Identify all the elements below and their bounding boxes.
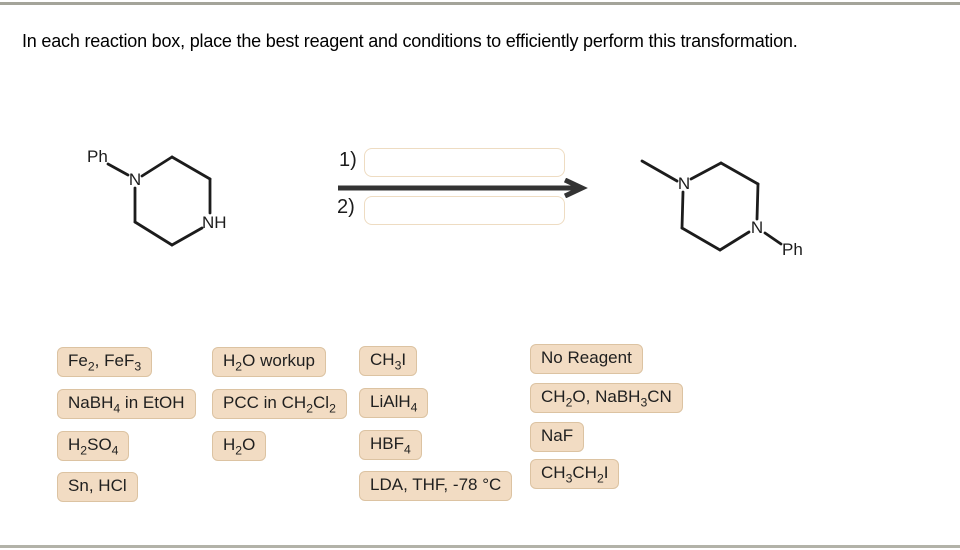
reagent-chip[interactable]: H2O workup [212,347,326,377]
reactant-structure: Ph N NH [87,147,227,247]
bond [763,231,783,246]
reagent-chip[interactable]: CH3I [359,346,418,376]
bond [689,161,723,181]
reaction-arrow [338,178,588,198]
bottom-divider [0,545,960,548]
reagent-chip[interactable]: CH3CH2I [530,459,620,489]
reagent-chip[interactable]: H2SO4 [57,431,130,461]
bond [755,182,760,221]
product-phenyl-label: Ph [782,240,803,259]
reagent-chip[interactable]: PCC in CH2Cl2 [212,389,347,419]
reagent-chip[interactable]: LDA, THF, -78 °C [359,471,513,501]
reactant-nh-label: NH [202,213,227,232]
step1-label: 1) [339,149,357,171]
product-n1-label: N [678,174,690,193]
bond [680,226,722,252]
reagent-chip[interactable]: NaF [530,422,585,452]
step2-label: 2) [337,196,355,218]
reagent-chip[interactable]: H2O [212,431,267,461]
reagent-chip[interactable]: LiAlH4 [359,388,429,418]
reagent-chip[interactable]: NaBH4 in EtOH [57,389,196,419]
reactant-n1-label: N [129,170,141,189]
reagent-chip[interactable]: No Reagent [530,344,643,374]
bond [680,190,685,230]
reagent-chip[interactable]: Sn, HCl [57,472,138,502]
product-n2-label: N [751,218,763,237]
reagent-chip[interactable]: HBF4 [359,430,422,460]
bond [140,155,174,178]
reagent-chip[interactable]: CH2O, NaBH3CN [530,383,683,413]
top-divider [0,2,960,5]
reactant-phenyl-label: Ph [87,147,108,166]
step2-reagent-input[interactable] [364,196,565,225]
bond [718,230,751,252]
reagent-chip[interactable]: Fe2, FeF3 [57,347,153,377]
bond [719,161,760,186]
bond-methyl [640,159,679,183]
bond [133,220,174,247]
bond [106,162,130,177]
step1-reagent-input[interactable] [364,148,565,177]
bond [170,226,204,247]
product-structure: N N Ph [640,159,803,259]
bond [170,155,212,181]
instruction-text: In each reaction box, place the best rea… [22,31,798,51]
